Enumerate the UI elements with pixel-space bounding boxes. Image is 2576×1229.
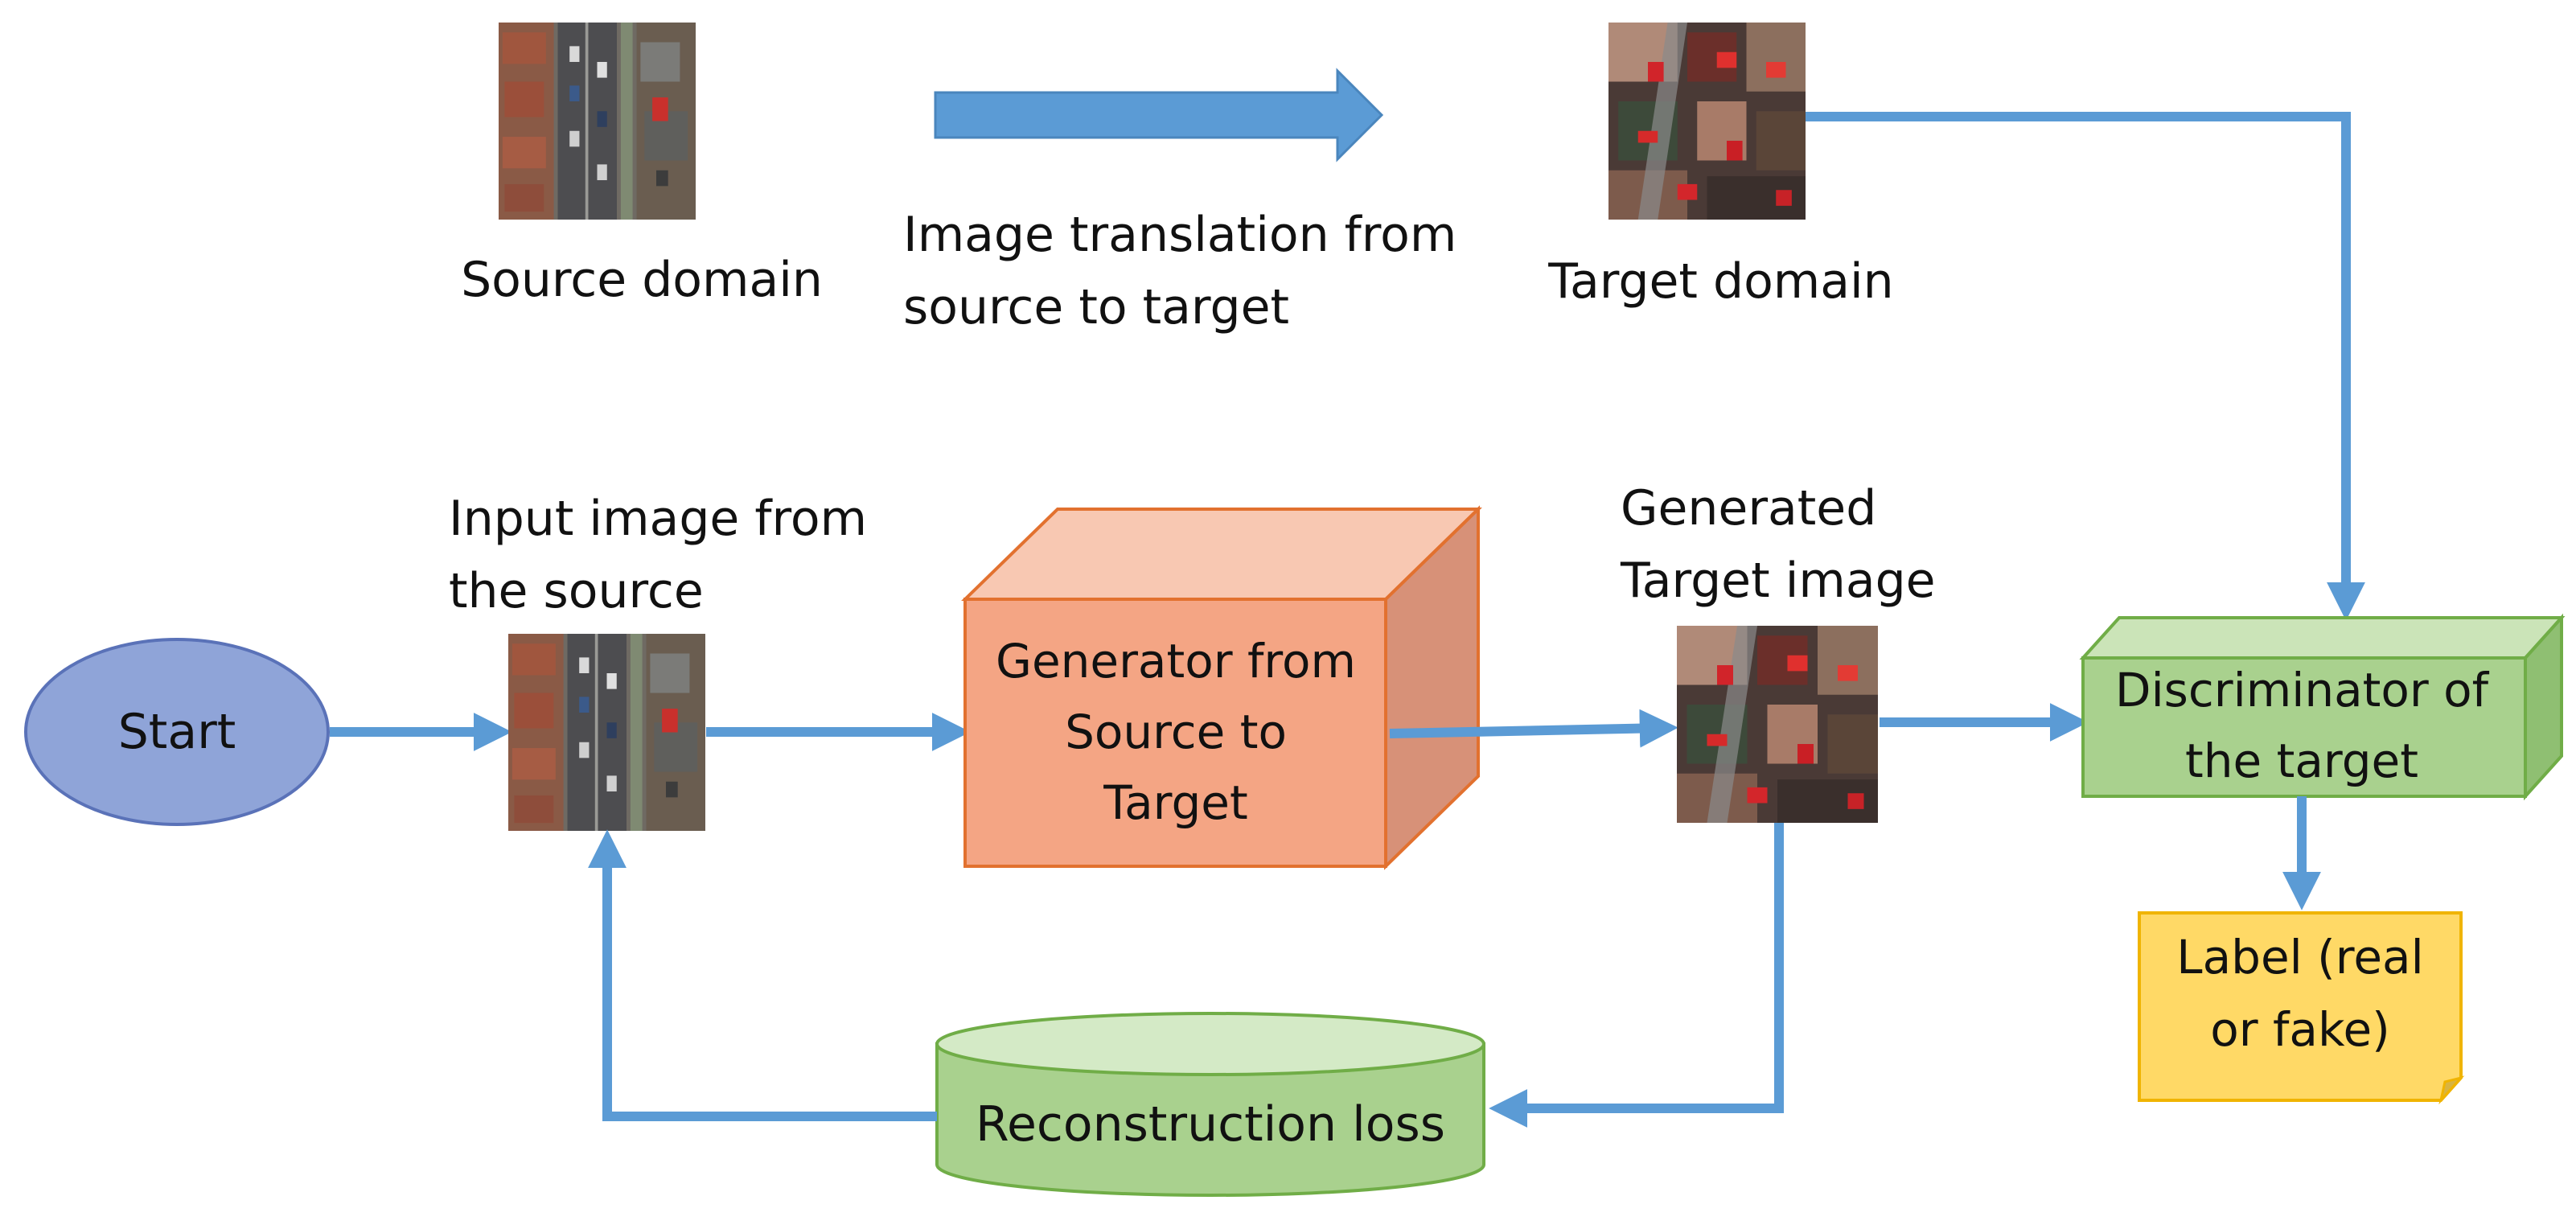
label-note-line1: Label (real xyxy=(2176,930,2423,984)
generator-to-generated-arrow xyxy=(1389,709,1678,748)
reconstruction-loss-cylinder xyxy=(935,1012,1485,1197)
reconstruction-loss-label: Reconstruction loss xyxy=(976,1096,1445,1153)
generated-label-line1: Generated xyxy=(1621,480,1876,536)
translation-arrow xyxy=(934,68,1384,162)
input-label-line1: Input image from xyxy=(449,491,867,547)
generated-target-image xyxy=(1677,626,1878,823)
target-to-discriminator-arrow xyxy=(1806,112,2365,621)
label-note-line2: or fake) xyxy=(2210,1002,2390,1057)
input-source-image xyxy=(508,634,705,831)
discriminator-label-line2: the target xyxy=(2185,734,2418,788)
start-node xyxy=(24,638,330,826)
generator-label-line3: Target xyxy=(1103,775,1247,830)
generated-label-line2: Target image xyxy=(1620,553,1936,609)
generator-label-line2: Source to xyxy=(1065,705,1287,759)
input-label-line2: the source xyxy=(449,563,704,619)
loss-to-input-arrow xyxy=(588,829,937,1121)
translation-label-line2: source to target xyxy=(903,279,1289,335)
generated-to-loss-arrow xyxy=(1489,823,1784,1128)
discriminator-label-line1: Discriminator of xyxy=(2115,663,2490,717)
source-domain-image xyxy=(499,23,696,220)
discriminator-block xyxy=(2079,613,2566,801)
source-domain-label: Source domain xyxy=(461,252,823,308)
target-domain-image xyxy=(1608,23,1806,220)
generator-block xyxy=(961,505,1482,870)
start-label: Start xyxy=(118,704,236,760)
generator-label-line1: Generator from xyxy=(996,634,1356,688)
target-domain-label: Target domain xyxy=(1547,253,1893,310)
translation-label-line1: Image translation from xyxy=(903,207,1456,263)
label-note-fold xyxy=(2438,1075,2465,1105)
